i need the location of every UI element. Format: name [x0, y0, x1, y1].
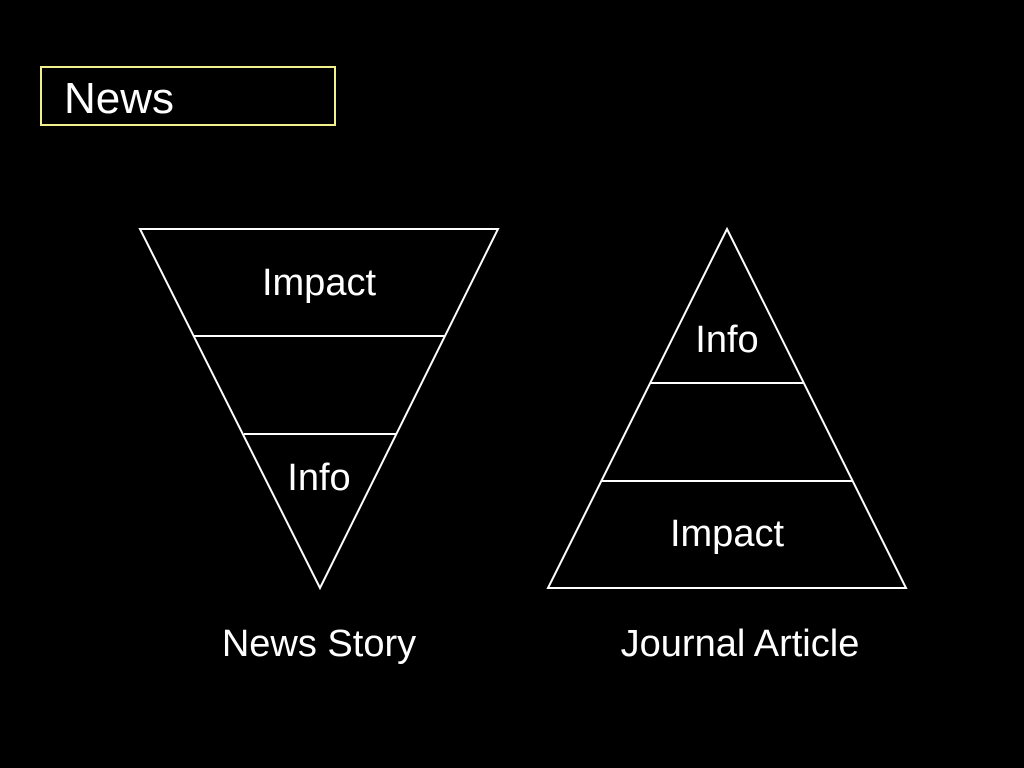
- journal-article-triangle-outline: [546, 226, 908, 589]
- news-story-pyramid: Impact Info News Story: [138, 228, 500, 665]
- news-story-top-label: Impact: [262, 262, 376, 304]
- journal-article-top-label: Info: [695, 319, 758, 361]
- journal-article-caption: Journal Article: [621, 623, 860, 665]
- news-story-bottom-label: Info: [287, 457, 350, 499]
- journal-article-bottom-label: Impact: [670, 513, 784, 555]
- journal-article-pyramid: Info Impact Journal Article: [546, 226, 908, 665]
- title-box: News: [40, 66, 336, 126]
- news-story-caption: News Story: [222, 623, 416, 665]
- slide-title: News: [64, 74, 175, 123]
- news-story-triangle-outline: [138, 228, 500, 591]
